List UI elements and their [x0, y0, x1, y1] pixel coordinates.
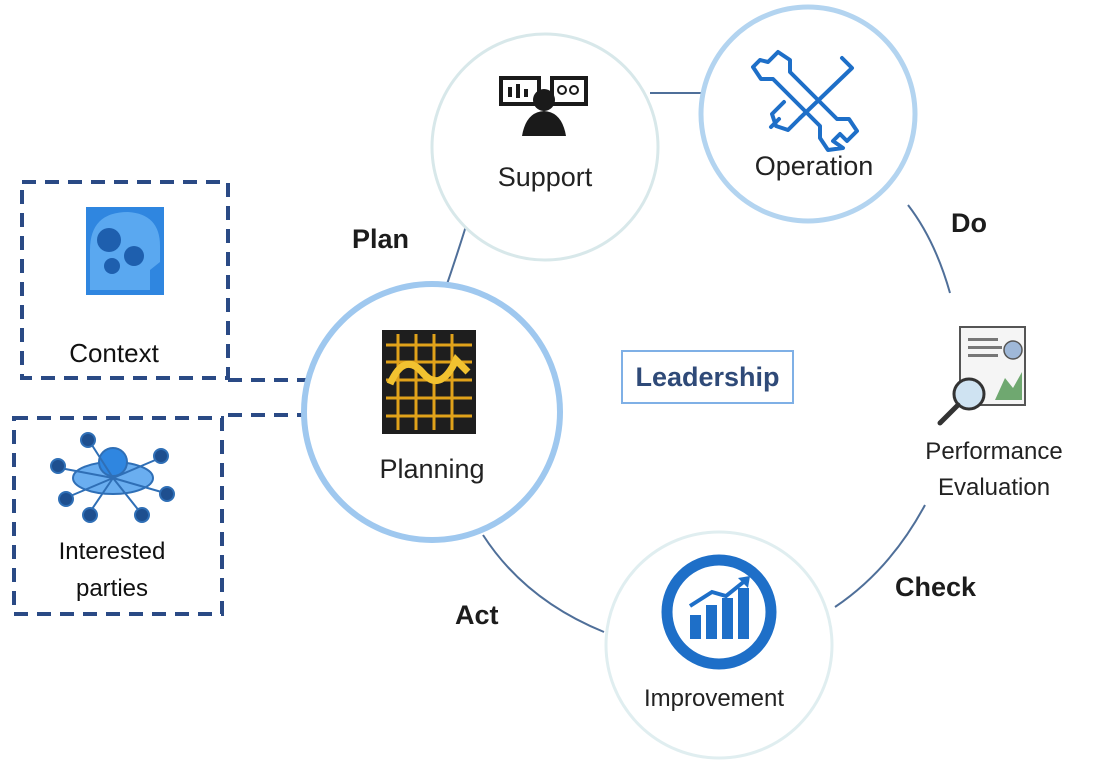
context-label: Context: [69, 338, 159, 368]
connector-operation-performance: [907, 204, 951, 294]
improvement-label: Improvement: [643, 685, 785, 712]
planning-label: Planning: [379, 454, 485, 484]
performance-label-line1: Performance: [925, 438, 1063, 465]
report-magnifier-icon: [937, 326, 1026, 426]
support-circle: [430, 32, 660, 262]
support-label: Support: [497, 162, 593, 192]
performance-label-line2: Evaluation: [937, 474, 1051, 501]
strategy-board-icon: [382, 330, 476, 434]
phase-plan: Plan: [352, 224, 410, 254]
wrench-screwdriver-icon: [751, 50, 859, 152]
connector-performance-improvement: [834, 504, 926, 608]
phase-check: Check: [895, 572, 977, 602]
interested-parties-box: [12, 416, 224, 616]
connector-planning-support: [444, 225, 467, 291]
context-box: [20, 180, 230, 380]
phase-act: Act: [455, 600, 499, 630]
operator-monitor-icon: [499, 76, 588, 136]
leadership-tag: Leadership: [621, 350, 794, 404]
operation-label: Operation: [754, 151, 874, 181]
growth-bar-chart-icon: [661, 554, 777, 670]
input-links: [228, 378, 310, 417]
stakeholder-network-icon: [50, 432, 175, 523]
interested-label-line2: parties: [75, 575, 149, 602]
connector-improvement-planning: [482, 534, 605, 633]
cycle-connectors: [444, 92, 951, 633]
interested-label-line1: Interested: [58, 538, 166, 565]
head-gears-icon: [86, 207, 164, 295]
phase-do: Do: [951, 208, 987, 238]
